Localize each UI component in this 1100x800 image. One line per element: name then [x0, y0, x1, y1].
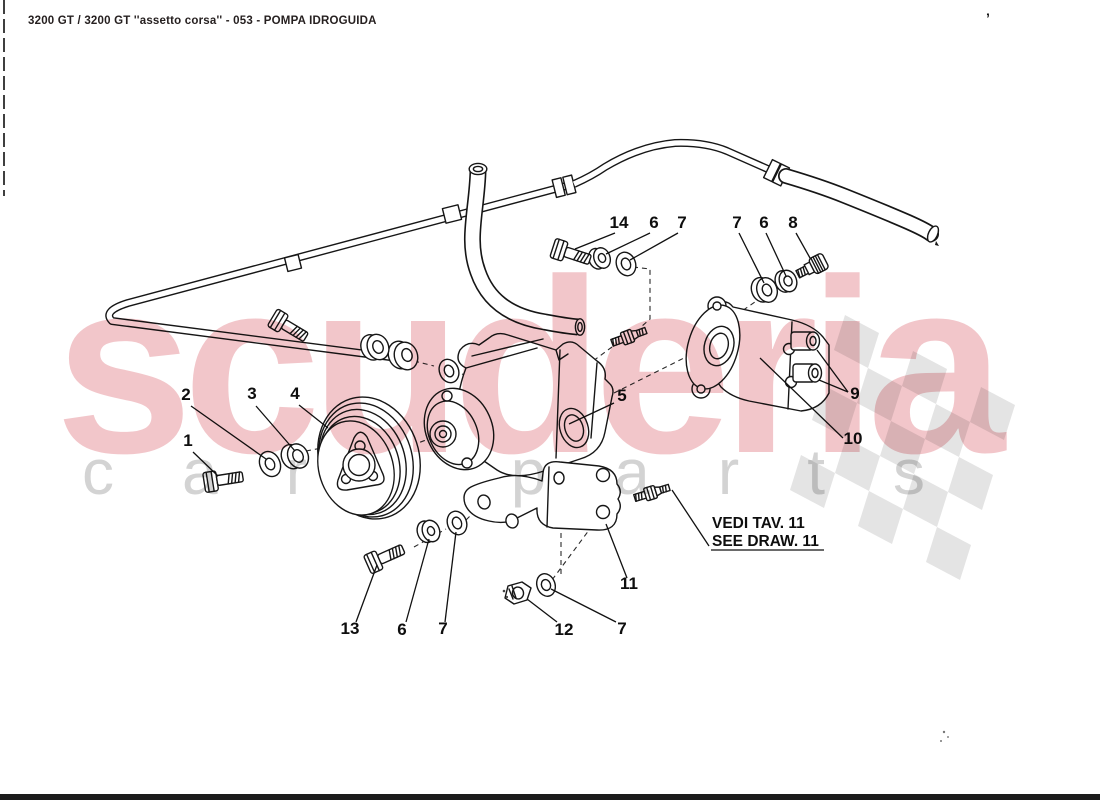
support-bracket	[463, 461, 621, 531]
bolt-1	[201, 465, 245, 494]
pump-support-housing	[685, 296, 830, 412]
callout-7a: 7	[677, 213, 686, 232]
callout-6b: 6	[759, 213, 768, 232]
callout-1: 1	[183, 431, 192, 450]
note-line-italian: VEDI TAV. 11	[712, 515, 805, 532]
callout-11: 11	[620, 574, 638, 593]
spacer-nut	[792, 363, 823, 383]
scan-bottom-bar	[0, 794, 1100, 800]
leader-lines	[190, 232, 849, 623]
callout-7b: 7	[732, 213, 741, 232]
callout-13: 13	[341, 619, 360, 638]
banjo-fitting	[387, 340, 419, 371]
pump-body	[423, 332, 614, 477]
pressure-hose	[778, 168, 940, 246]
checkered-flag	[790, 315, 1015, 580]
callout-6c: 6	[397, 620, 406, 639]
callout-2: 2	[181, 385, 190, 404]
pulley	[317, 396, 421, 520]
scan-specks	[940, 730, 949, 742]
callout-12: 12	[555, 620, 574, 639]
bolt-14	[549, 237, 594, 271]
cross-reference-note: VEDI TAV. 11 SEE DRAW. 11	[712, 515, 819, 550]
page-title: 3200 GT / 3200 GT ''assetto corsa'' - 05…	[28, 15, 377, 27]
callout-9: 9	[850, 384, 859, 403]
scan-edge-line	[3, 0, 5, 196]
bolt-13	[362, 539, 408, 575]
callout-7d: 7	[617, 619, 626, 638]
callout-5: 5	[617, 386, 626, 405]
callout-10: 10	[844, 429, 863, 448]
callout-14: 14	[610, 213, 629, 232]
note-line-english: SEE DRAW. 11	[712, 533, 819, 550]
callout-labels: 14 6 7 7 6 8 2 3 4 1 5 9 10 11 13 6 7 12…	[181, 213, 862, 639]
stud-fitting-lower	[632, 480, 672, 505]
spacer-nut	[790, 331, 821, 351]
suction-hose	[463, 162, 586, 336]
bolt-8	[793, 251, 830, 283]
nut-12	[504, 581, 532, 605]
fasteners	[201, 237, 830, 605]
steering-pipe	[105, 138, 791, 362]
callout-7c: 7	[438, 619, 447, 638]
callout-8: 8	[788, 213, 797, 232]
callout-3: 3	[247, 384, 256, 403]
callout-4: 4	[290, 384, 300, 403]
stud-fitting-upper	[609, 323, 649, 350]
corner-mark: ’	[986, 10, 990, 26]
washers	[258, 247, 798, 597]
callout-6a: 6	[649, 213, 658, 232]
